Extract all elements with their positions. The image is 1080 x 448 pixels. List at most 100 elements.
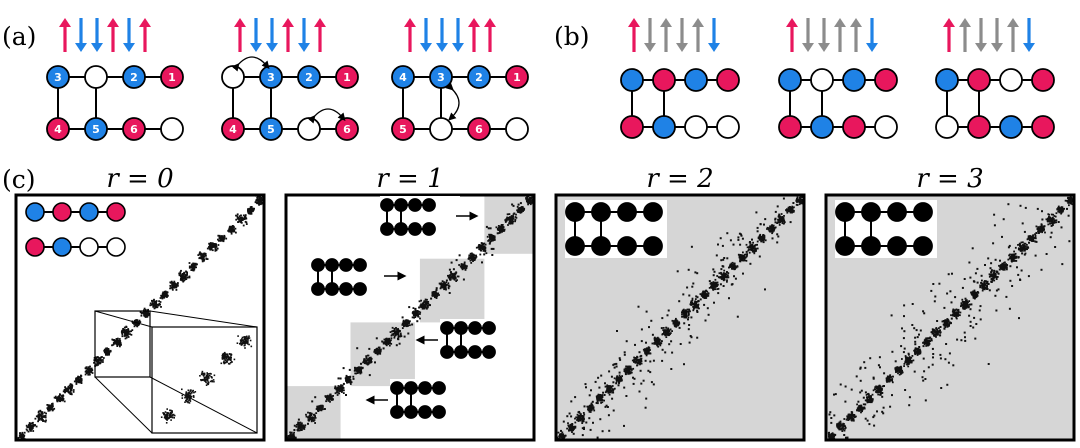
matrix-r1-inset-4-top-site-0 xyxy=(390,381,404,395)
matrix-r0-zoom-inset xyxy=(94,310,258,434)
matrix-r0-zoom-elements xyxy=(160,335,253,424)
panel-b-config-1-bottom-site-1 xyxy=(652,115,676,139)
panel-b-config-2-spin-1 xyxy=(786,18,798,52)
panel-a-config-2-top-site-0 xyxy=(221,65,245,89)
matrix-title-r0: r = 0 xyxy=(106,164,173,194)
panel-a-config-2-top-site-3-label: 1 xyxy=(343,71,351,84)
panel-a-config-3-bottom-site-2-label: 6 xyxy=(475,123,483,136)
panel-b-config-2-top-site-2 xyxy=(842,68,866,92)
panel-b-config-3-spin-3 xyxy=(975,18,987,52)
panel-b-config-1-bottom-site-2 xyxy=(684,115,708,139)
panel-b-config-2-top-site-1 xyxy=(810,68,834,92)
matrix-r1-inset-3-bottom-site-1 xyxy=(454,345,468,359)
panel-b-config-3-bottom-site-1 xyxy=(967,115,991,139)
matrix-r1-inset-1-top-site-1 xyxy=(394,198,408,212)
matrix-r1-inset-2-bottom-site-2 xyxy=(339,282,353,296)
panel-b-config-2-bottom-site-1 xyxy=(810,115,834,139)
panel-b-config-2-top-site-0 xyxy=(778,68,802,92)
panel-b-config-2-spin-4 xyxy=(834,18,846,52)
panel-a-config-3-bottom-site-0-label: 5 xyxy=(399,123,407,136)
panel-a-config-1-bottom-site-2-label: 6 xyxy=(130,123,138,136)
panel-a-config-3-top-site-2-label: 2 xyxy=(475,71,483,84)
panel-b-config-2-bottom-site-0 xyxy=(778,115,802,139)
matrix-r1-inset-3-bottom-site-2 xyxy=(468,345,482,359)
matrix-r2-inset-ladder xyxy=(565,200,667,258)
panel-b-config-1-top-site-2 xyxy=(684,68,708,92)
panel-b-config-1-bottom-site-3 xyxy=(716,115,740,139)
matrix-r2-inset-ladder-bottom-site-0 xyxy=(565,236,585,256)
panel-a-config-3-top-site-2 xyxy=(467,65,491,89)
matrix-r1-inset-2-bottom-site-3 xyxy=(353,282,367,296)
matrix-r1-inset-4 xyxy=(390,379,470,421)
panel-b-config-2-spin-3 xyxy=(818,18,830,52)
panel-label-c: (c) xyxy=(2,165,36,194)
matrix-r1-inset-3-top-site-1 xyxy=(454,321,468,335)
panel-a-config-3-bottom-site-1 xyxy=(429,117,453,141)
panel-a-config-2-top-site-2-label: 2 xyxy=(305,71,313,84)
panel-a-config-3-bottom-site-3 xyxy=(505,117,529,141)
panel-a-config-1-top-site-2 xyxy=(122,65,146,89)
panel-b-config-3-spin-1 xyxy=(943,18,955,52)
panel-a-config-3-spin-1 xyxy=(404,18,416,52)
matrix-r0-inset-bottom-site-3 xyxy=(106,237,126,257)
matrix-r1-inset-4-bottom-site-1 xyxy=(404,405,418,419)
panel-b-config-2-spin-2 xyxy=(802,18,814,52)
matrix-r1-inset-1-bottom-site-1 xyxy=(394,222,408,236)
panel-b-config-3-spin-4 xyxy=(991,18,1003,52)
matrix-r0-inset-top-site-3 xyxy=(106,202,126,222)
panel-a-config-3-bottom-site-2 xyxy=(467,117,491,141)
panel-c xyxy=(14,193,1076,442)
matrix-r1-inset-4-bottom-site-0 xyxy=(390,405,404,419)
panel-a-config-2-bottom-site-2 xyxy=(297,117,321,141)
panel-b-config-2-bottom-site-3 xyxy=(874,115,898,139)
panel-b-config-3-top-site-0 xyxy=(935,68,959,92)
panel-a-config-2-spin-1 xyxy=(234,18,246,52)
panel-a-config-2-bottom-site-3 xyxy=(335,117,359,141)
panel-a-config-2-bottom-site-0 xyxy=(221,117,245,141)
matrix-r1-inset-2-top-site-2 xyxy=(339,258,353,272)
matrix-r1-inset-2-top-site-0 xyxy=(311,258,325,272)
matrix-r1-inset-3-top-site-3 xyxy=(482,321,496,335)
matrix-r2-inset-ladder-top-site-0 xyxy=(565,202,585,222)
matrix-r0-inset-top-site-1 xyxy=(52,202,72,222)
matrix-r1-inset-1 xyxy=(380,196,460,238)
matrix-r0-zoom-source xyxy=(94,310,151,378)
panel-b-config-3-bottom-site-3 xyxy=(1031,115,1055,139)
matrix-r1-inset-2-bottom-site-1 xyxy=(325,282,339,296)
panel-b-config-2-bottom-site-2 xyxy=(842,115,866,139)
panel-a-config-2-bottom-site-3-label: 6 xyxy=(343,123,351,136)
matrix-r1-inset-4-bottom-site-3 xyxy=(432,405,446,419)
panel-a-config-3-top-site-3 xyxy=(505,65,529,89)
panel-a-config-1-spin-2 xyxy=(75,18,87,52)
panel-a-config-1-top-site-1 xyxy=(84,65,108,89)
matrix-r1-inset-3-bottom-site-3 xyxy=(482,345,496,359)
panel-b-config-1-top-site-1 xyxy=(652,68,676,92)
matrix-r0-elements xyxy=(17,194,264,441)
panel-a-config-2-spin-5 xyxy=(298,18,310,52)
matrix-r1-inset-1-bottom-site-0 xyxy=(380,222,394,236)
panel-b-config-2-spin-6 xyxy=(866,18,878,52)
panel-b-config-1-spin-3 xyxy=(660,18,672,52)
matrix-r3-inset-ladder-bottom-site-2 xyxy=(887,236,907,256)
panel-a-config-1-top-site-0 xyxy=(46,65,70,89)
matrix-r1-inset-2 xyxy=(310,256,390,298)
panel-a-config-1-top-site-3-label: 1 xyxy=(168,71,176,84)
panel-b-config-1-bottom-site-0 xyxy=(620,115,644,139)
panel-a-config-1-bottom-site-0 xyxy=(46,117,70,141)
panel-b-config-3-spin-5 xyxy=(1007,18,1019,52)
panel-a-config-2-hop-arrow xyxy=(231,56,270,72)
panel-a-config-1-spin-5 xyxy=(123,18,135,52)
panel-a-config-1-bottom-site-1 xyxy=(84,117,108,141)
panel-b-config-3-top-site-2 xyxy=(999,68,1023,92)
matrix-r1-inset-4-bottom-site-2 xyxy=(418,405,432,419)
panel-a-config-1-spin-3 xyxy=(91,18,103,52)
matrix-r3-inset-ladder-top-site-0 xyxy=(835,202,855,222)
panel-b-config-1-spin-4 xyxy=(676,18,688,52)
panel-a-config-3-top-site-1-label: 3 xyxy=(437,71,445,84)
matrix-r1-frame xyxy=(284,193,536,442)
matrix-r3-inset-ladder-bottom-site-1 xyxy=(861,236,881,256)
